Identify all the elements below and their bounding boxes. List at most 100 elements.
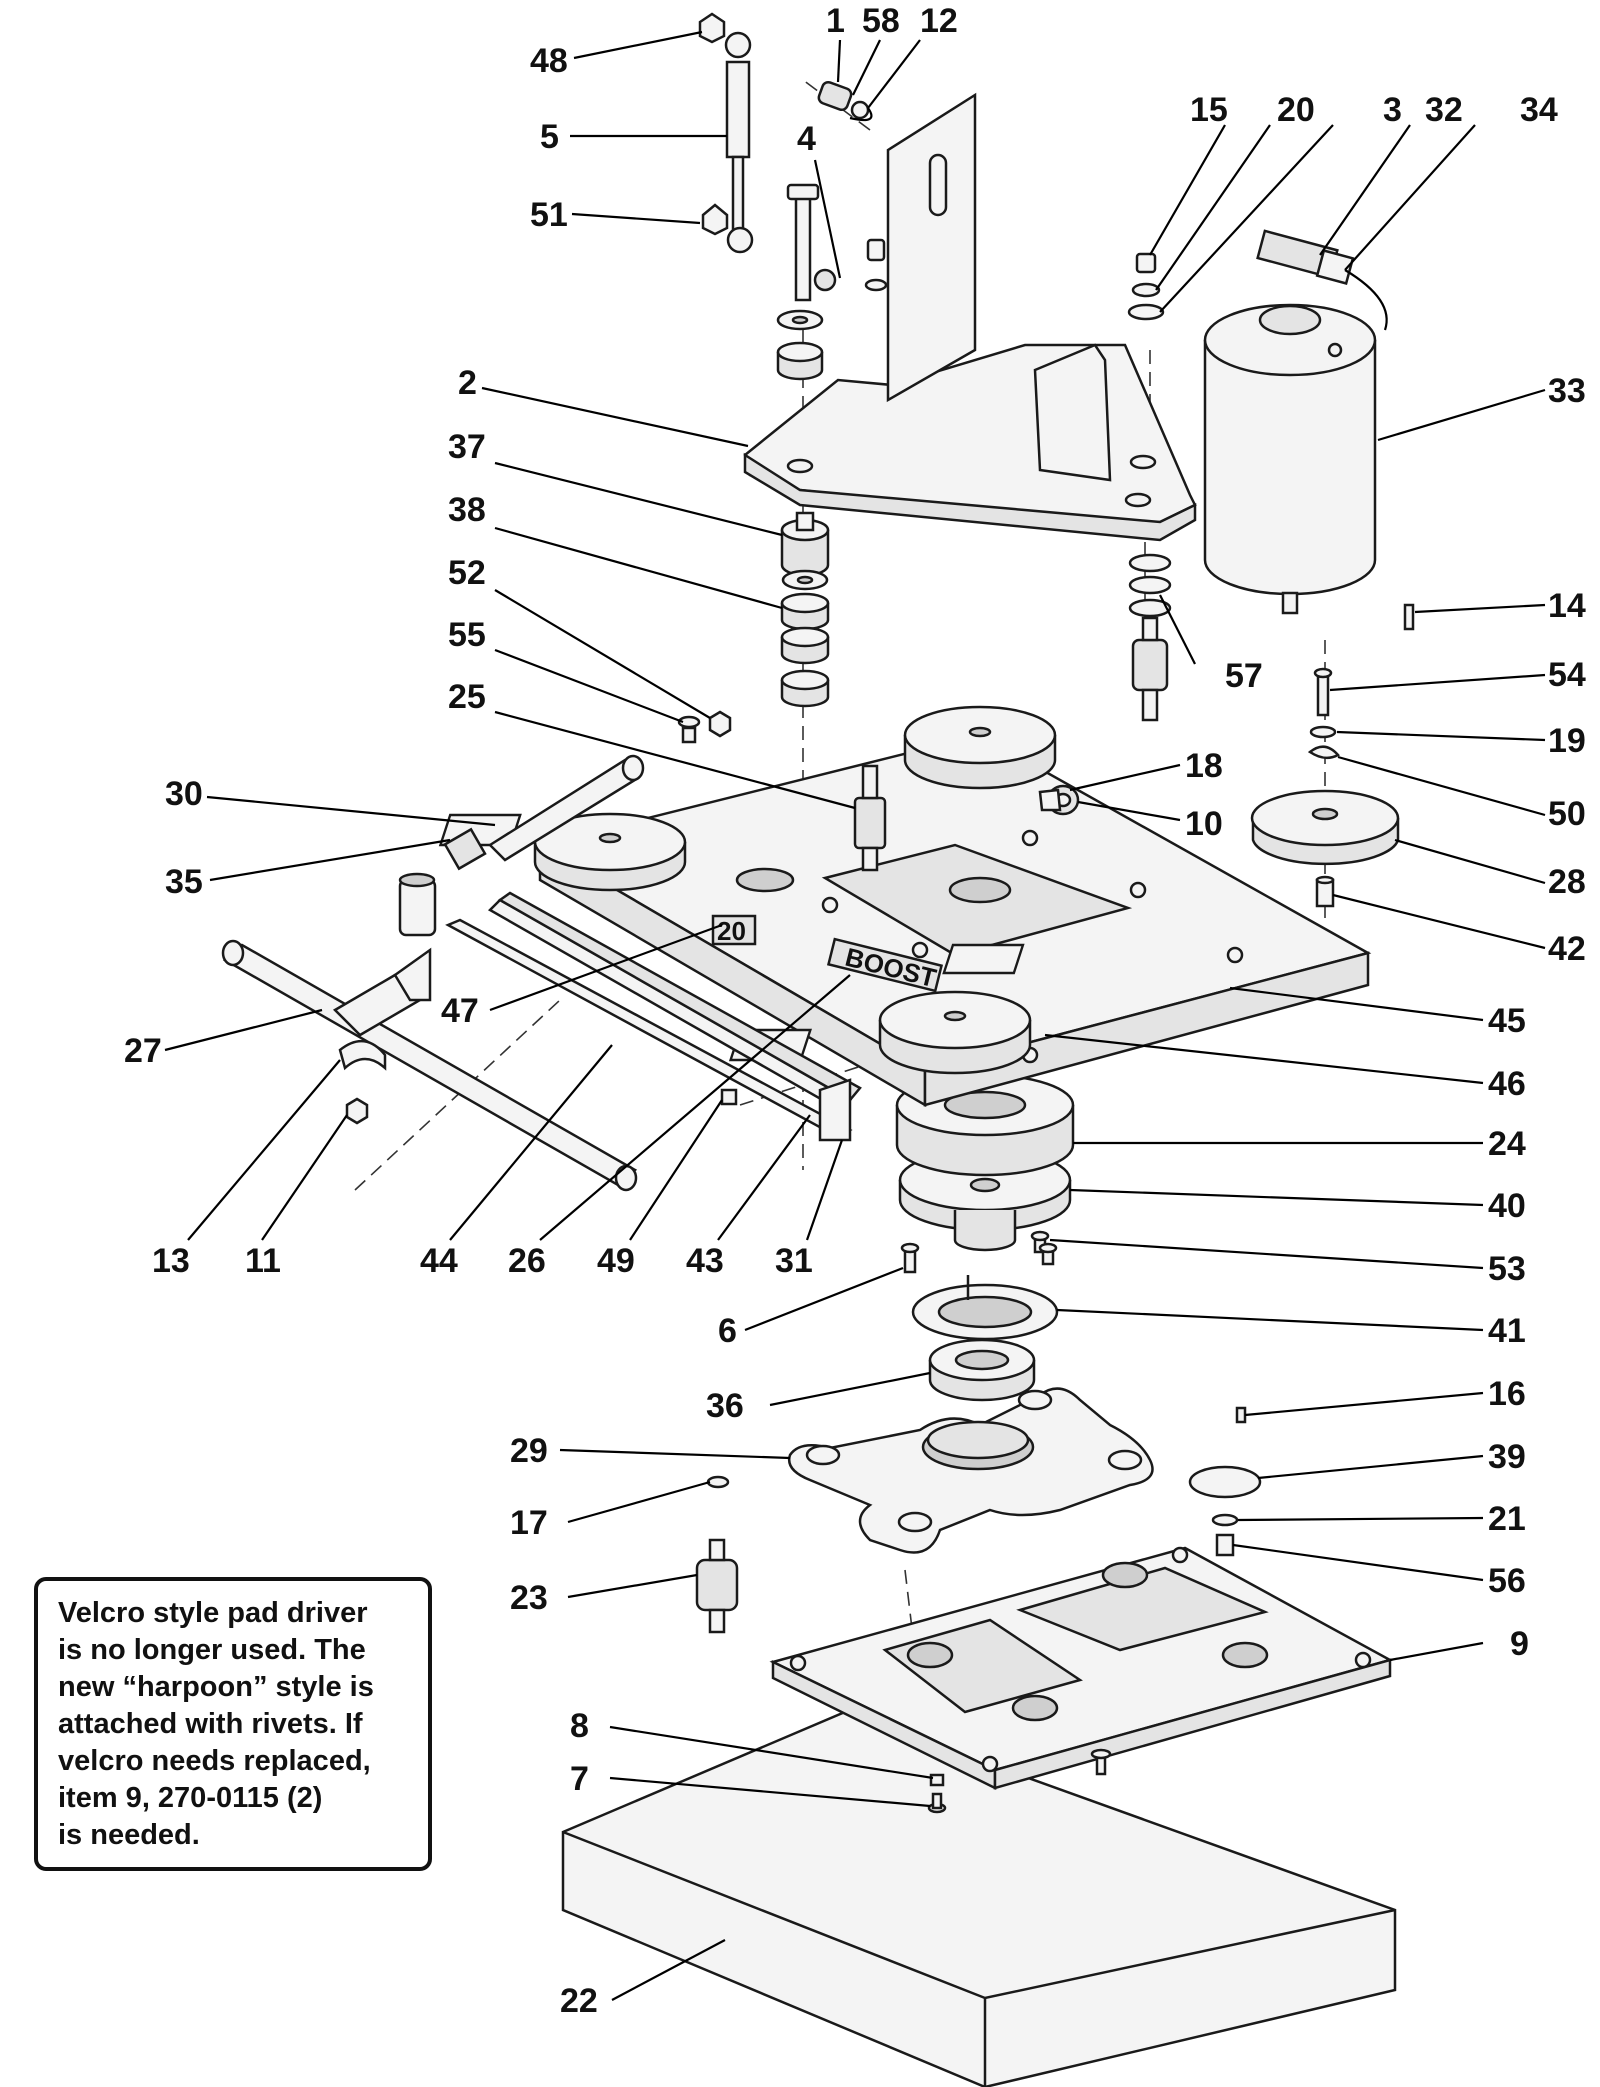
washer-17 — [706, 1475, 730, 1489]
callout-49: 49 — [597, 1242, 635, 1280]
screw-49 — [720, 1088, 738, 1106]
callout-50: 50 — [1548, 795, 1586, 833]
rivet-8 — [929, 1773, 945, 1787]
hub-plate-29 — [787, 1387, 1154, 1554]
motor-bracket-2 — [743, 92, 1197, 542]
callout-12: 12 — [920, 2, 958, 40]
callout-42: 42 — [1548, 930, 1586, 968]
callout-14: 14 — [1548, 587, 1586, 625]
connector-32 — [1256, 229, 1388, 331]
spacers-upper-left — [776, 238, 888, 381]
callout-10: 10 — [1185, 805, 1223, 843]
callout-numbers: 1 58 12 48 5 4 51 15 20 3 32 34 2 33 37 … — [124, 2, 1586, 2020]
callout-29: 29 — [510, 1432, 548, 1470]
pin-16 — [1235, 1406, 1247, 1424]
ring-24 — [895, 1073, 1075, 1177]
note-line-7: is needed. — [58, 1819, 200, 1851]
rivet-9-underside — [1090, 1748, 1112, 1776]
note-line-4: attached with rivets. If — [58, 1708, 363, 1740]
callout-5: 5 — [540, 118, 559, 156]
pad-22 — [561, 1710, 1397, 2087]
callout-39: 39 — [1488, 1438, 1526, 1476]
callout-41: 41 — [1488, 1312, 1526, 1350]
screw-55 — [677, 715, 701, 744]
washer-21 — [1211, 1513, 1239, 1527]
callout-18: 18 — [1185, 747, 1223, 785]
velcro-note-box: Velcro style pad driver is no longer use… — [34, 1577, 432, 1871]
isolator-23 — [695, 1538, 739, 1634]
key-14 — [1403, 603, 1415, 631]
callout-46: 46 — [1488, 1065, 1526, 1103]
callout-43: 43 — [686, 1242, 724, 1280]
clamp-13 — [338, 1040, 387, 1071]
isolator-stack-37 — [780, 511, 830, 577]
pulley-left-deck — [533, 812, 687, 892]
callout-36: 36 — [706, 1387, 744, 1425]
callout-17: 17 — [510, 1504, 548, 1542]
callout-2: 2 — [458, 364, 477, 402]
gas-spring-5 — [698, 12, 754, 254]
callout-28: 28 — [1548, 863, 1586, 901]
callout-34: 34 — [1520, 91, 1558, 129]
callout-58: 58 — [862, 2, 900, 40]
callout-24: 24 — [1488, 1125, 1526, 1163]
callout-35: 35 — [165, 863, 203, 901]
bearing-ring-36 — [928, 1338, 1036, 1402]
isolator-25 — [853, 764, 887, 872]
callout-15: 15 — [1190, 91, 1228, 129]
callout-6: 6 — [718, 1312, 737, 1350]
callout-52: 52 — [448, 554, 486, 592]
callout-55: 55 — [448, 616, 486, 654]
deck-plate-label-20: 20 — [717, 916, 746, 946]
note-line-5: velcro needs replaced, — [58, 1745, 371, 1777]
callout-27: 27 — [124, 1032, 162, 1070]
callout-22: 22 — [560, 1982, 598, 2020]
callout-25: 25 — [448, 678, 486, 716]
callout-11: 11 — [245, 1242, 281, 1280]
tee-fitting-27 — [221, 939, 638, 1192]
washers-38 — [780, 569, 830, 708]
callout-38: 38 — [448, 491, 486, 529]
callout-54: 54 — [1548, 656, 1586, 694]
callout-56: 56 — [1488, 1562, 1526, 1600]
pin-1-58-12 — [817, 80, 873, 122]
callout-1: 1 — [826, 2, 845, 40]
callout-51: 51 — [530, 196, 568, 234]
nut-52 — [708, 710, 732, 738]
callout-47: 47 — [441, 992, 479, 1030]
callout-16: 16 — [1488, 1375, 1526, 1413]
callout-7: 7 — [570, 1760, 589, 1798]
hardware-15-20-3 — [1127, 252, 1165, 321]
gasket-41 — [911, 1275, 1059, 1341]
callout-40: 40 — [1488, 1187, 1526, 1225]
note-line-6: item 9, 270-0115 (2) — [58, 1782, 323, 1814]
nut-11 — [345, 1097, 369, 1125]
fitting-35 — [398, 827, 487, 937]
callout-20: 20 — [1277, 91, 1315, 129]
rivet-7 — [927, 1792, 947, 1814]
callout-4: 4 — [797, 120, 816, 158]
callout-48: 48 — [530, 42, 568, 80]
clip-50 — [1307, 745, 1340, 760]
bolt-4 — [786, 183, 837, 302]
callout-19: 19 — [1548, 722, 1586, 760]
disc-39 — [1188, 1465, 1262, 1499]
callout-8: 8 — [570, 1707, 589, 1745]
note-line-2: is no longer used. The — [58, 1634, 366, 1666]
callout-9: 9 — [1510, 1625, 1529, 1663]
fitting-10 — [1038, 784, 1080, 816]
isolator-stack-57 — [1128, 553, 1172, 722]
belt-guard-rails — [445, 891, 862, 1142]
bolt-54 — [1313, 667, 1333, 717]
callout-45: 45 — [1488, 1002, 1526, 1040]
pulley-top-deck — [903, 705, 1057, 790]
main-deck-plate: 20 BOOST — [438, 733, 1372, 1108]
spacer-42 — [1315, 875, 1335, 908]
bolt-56 — [1215, 1533, 1235, 1557]
callout-57: 57 — [1225, 657, 1263, 695]
callout-23: 23 — [510, 1579, 548, 1617]
callout-53: 53 — [1488, 1250, 1526, 1288]
pulley-front-deck — [878, 990, 1032, 1075]
callout-37: 37 — [448, 428, 486, 466]
